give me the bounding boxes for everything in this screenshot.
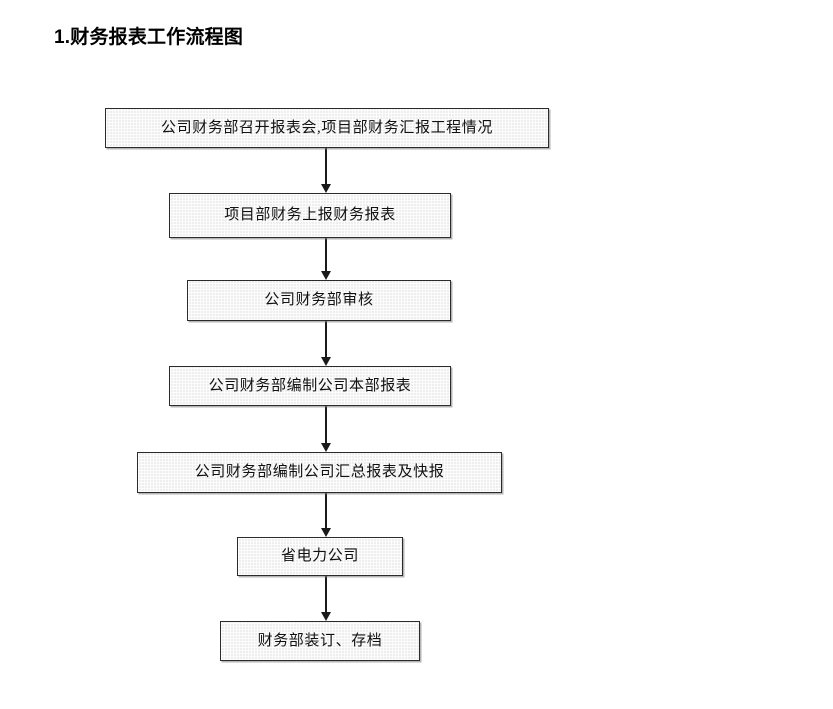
flow-node-6: 省电力公司 (237, 537, 403, 576)
flow-connector (321, 238, 331, 280)
flow-node-label: 省电力公司 (280, 548, 359, 564)
flow-node-5: 公司财务部编制公司汇总报表及快报 (137, 452, 502, 493)
arrow-down-icon (321, 271, 331, 280)
flow-connector (321, 493, 331, 537)
connector-line (325, 406, 327, 444)
flow-node-label: 公司财务部编制公司本部报表 (208, 377, 412, 394)
page-title: 1.财务报表工作流程图 (54, 27, 244, 48)
flow-node-label: 项目部财务上报财务报表 (224, 207, 396, 223)
arrow-down-icon (321, 528, 331, 537)
connector-line (325, 148, 327, 185)
flow-node-label: 财务部装订、存档 (257, 632, 383, 649)
arrow-down-icon (321, 357, 331, 366)
flow-node-1: 公司财务部召开报表会,项目部财务汇报工程情况 (105, 108, 549, 148)
flow-node-label: 公司财务部召开报表会,项目部财务汇报工程情况 (161, 119, 493, 136)
connector-line (325, 576, 327, 613)
connector-line (325, 493, 327, 529)
arrow-down-icon (321, 184, 331, 193)
flow-node-7: 财务部装订、存档 (220, 621, 420, 661)
flow-node-3: 公司财务部审核 (187, 280, 451, 321)
connector-line (325, 238, 327, 272)
flow-connector (321, 148, 331, 193)
flow-node-4: 公司财务部编制公司本部报表 (169, 366, 451, 406)
arrow-down-icon (321, 612, 331, 621)
connector-line (325, 321, 327, 358)
flow-node-label: 公司财务部审核 (264, 292, 374, 308)
flow-connector (321, 321, 331, 366)
flow-node-label: 公司财务部编制公司汇总报表及快报 (194, 464, 445, 480)
flow-node-2: 项目部财务上报财务报表 (169, 193, 451, 238)
flow-connector (321, 406, 331, 452)
arrow-down-icon (321, 443, 331, 452)
flow-connector (321, 576, 331, 621)
